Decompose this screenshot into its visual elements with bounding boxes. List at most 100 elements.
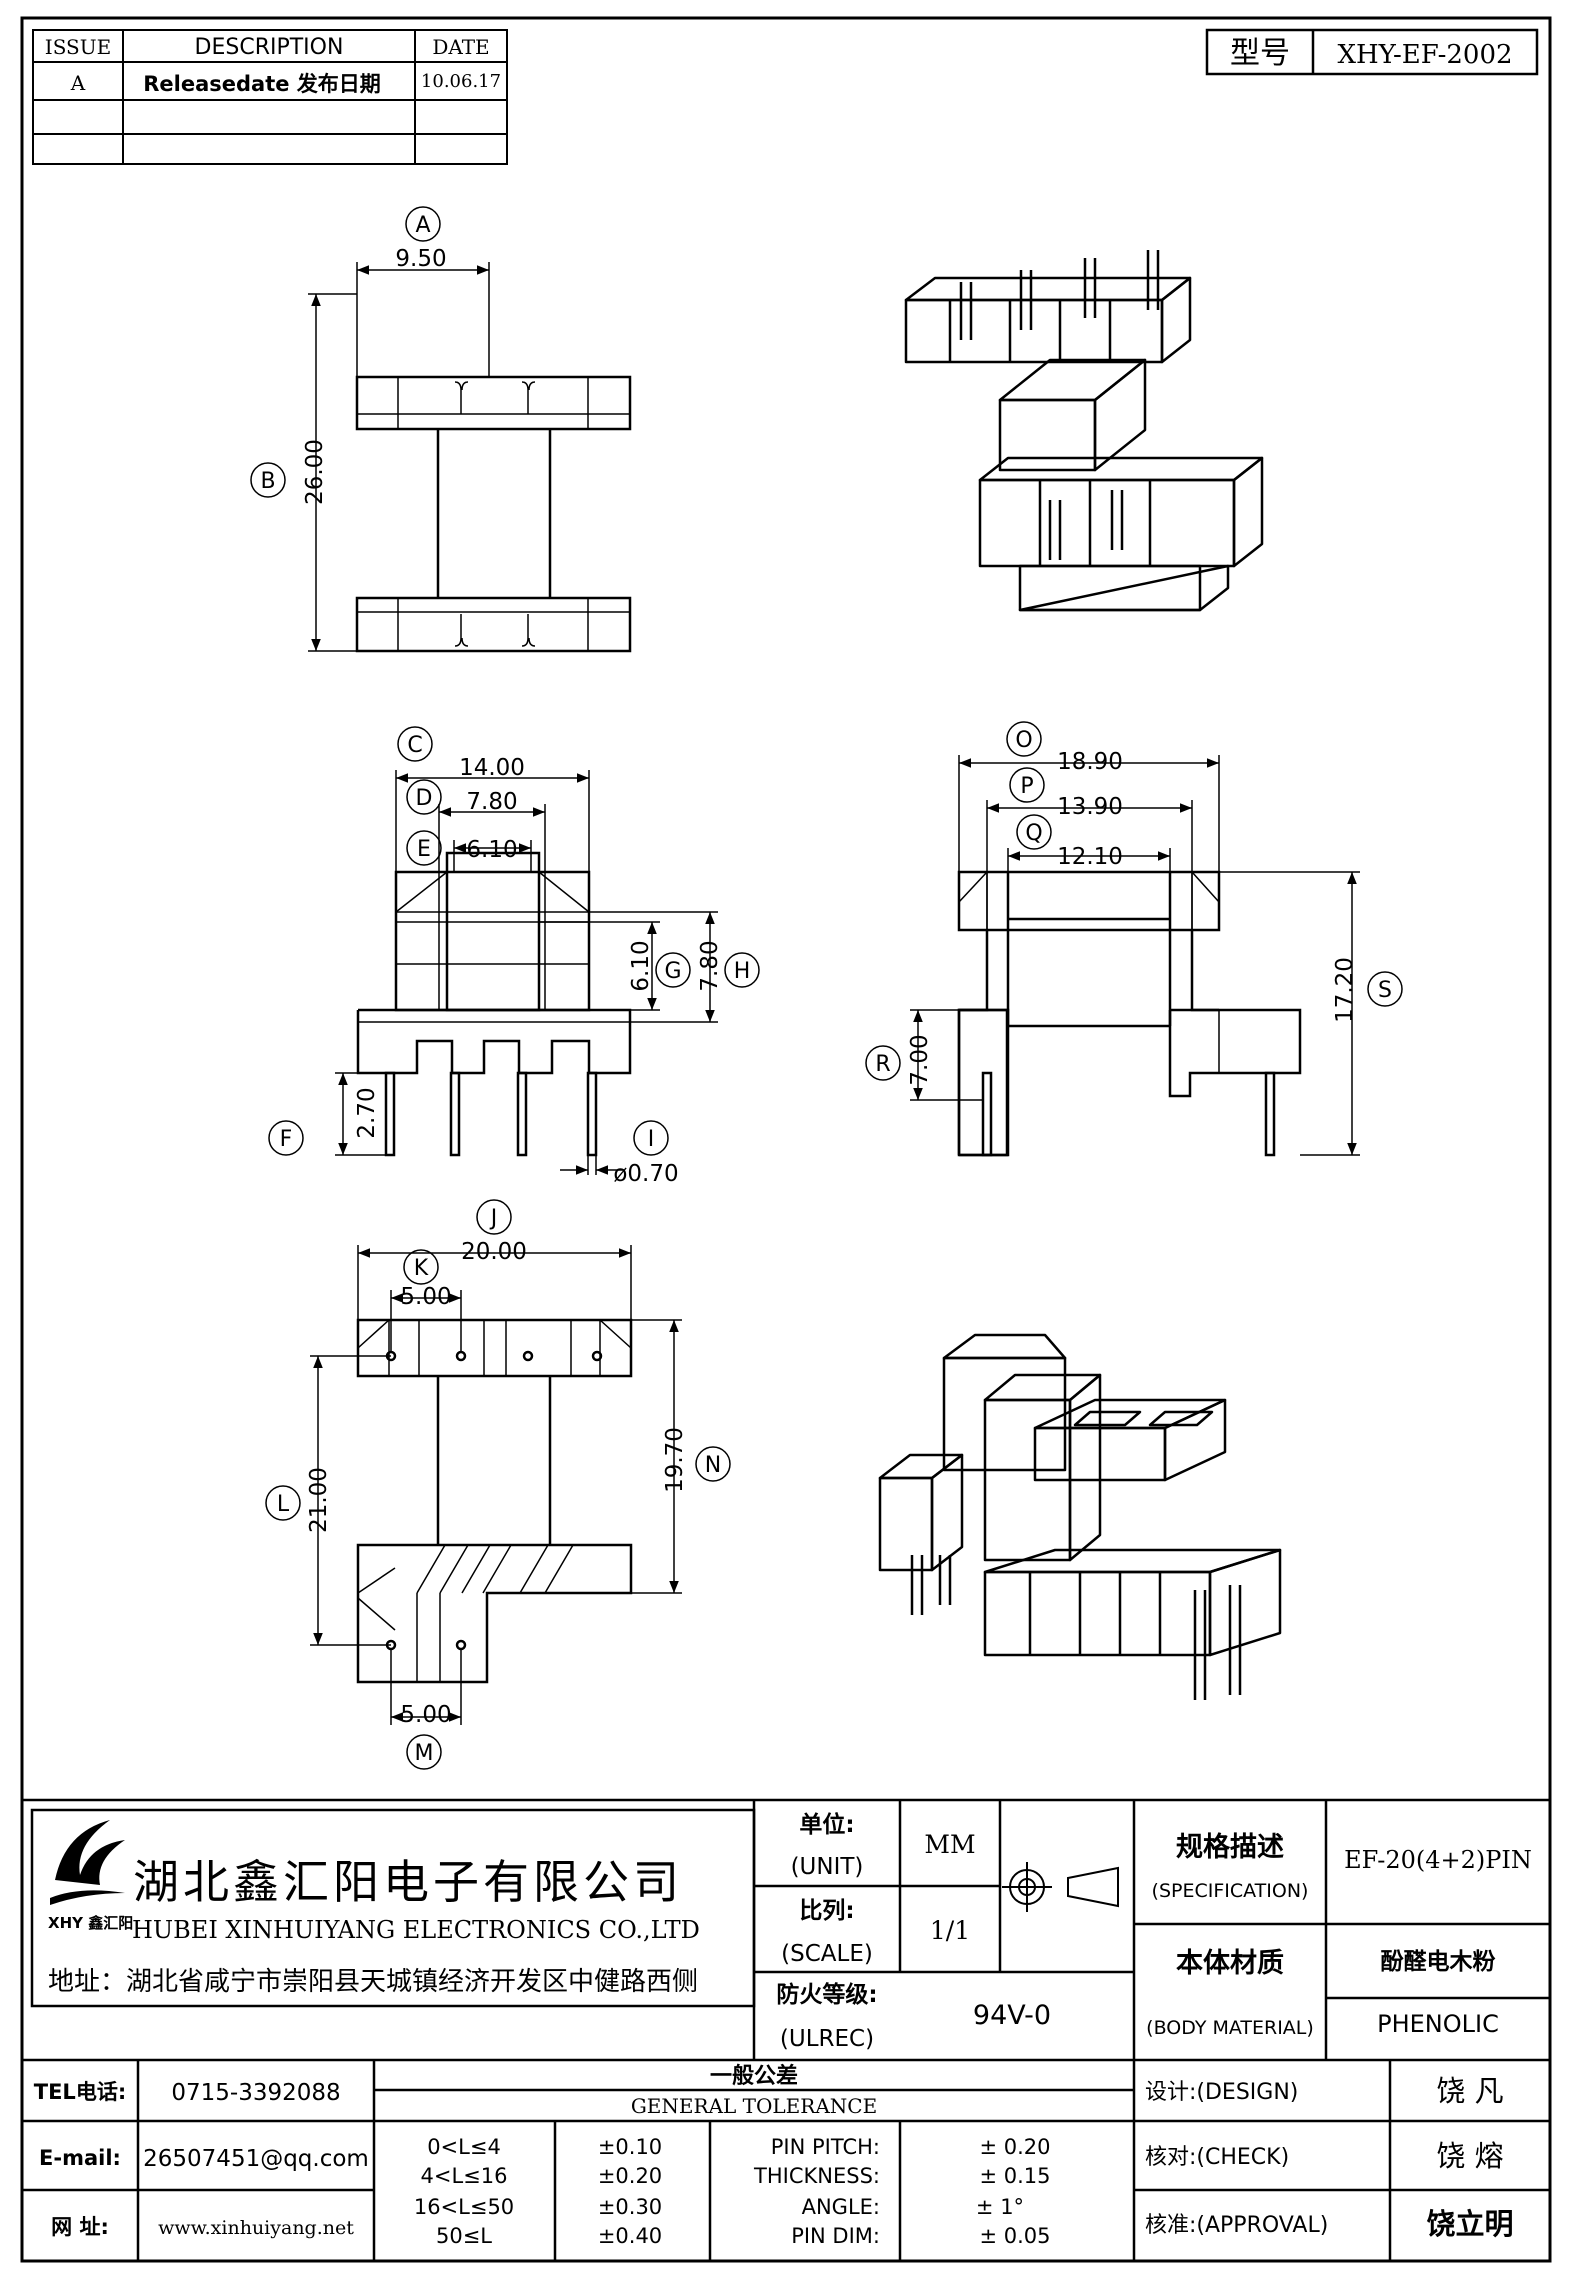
side-view-dim-q: 12.10 xyxy=(1057,844,1123,870)
scale-label-cn: 比列: xyxy=(799,1898,854,1924)
title-block-grid xyxy=(22,1798,1550,2261)
top-view-dim-a: 9.50 xyxy=(395,246,446,272)
material-value-cn: 酚醛电木粉 xyxy=(1381,1949,1496,1975)
front-view-dim-g: 6.10 xyxy=(628,940,654,991)
side-view-label-p: P xyxy=(1020,774,1033,799)
front-view-dim-i: ø0.70 xyxy=(613,1161,678,1187)
tolerance-range-4-value: ±0.40 xyxy=(598,2224,662,2248)
web-label: 网 址: xyxy=(51,2215,109,2239)
unit-label-en: (UNIT) xyxy=(791,1854,864,1880)
rev-row-description: Releasedate 发布日期 xyxy=(143,72,381,96)
unit-label-cn: 单位: xyxy=(799,1811,854,1838)
front-view-label-d: D xyxy=(416,786,433,811)
top-view xyxy=(355,375,632,653)
front-view-dim-d: 7.80 xyxy=(466,789,517,815)
tolerance-range-1: 0<L≤4 xyxy=(427,2135,501,2159)
pin-pitch-label: PIN PITCH: xyxy=(771,2135,880,2159)
side-view-label-q: Q xyxy=(1025,821,1042,846)
bottom-view-label-m: M xyxy=(415,1741,434,1766)
front-view-label-h: H xyxy=(734,959,751,984)
rev-row-issue: A xyxy=(70,71,86,95)
top-view-label-a: A xyxy=(415,213,430,238)
side-view-label-o: O xyxy=(1015,728,1032,753)
check-label: 核对:(CHECK) xyxy=(1145,2145,1289,2170)
company-name-en: HUBEI XINHUIYANG ELECTRONICS CO.,LTD xyxy=(132,1916,700,1944)
revision-table xyxy=(32,29,508,165)
bottom-view-dims xyxy=(265,1199,731,1770)
thickness-value: ± 0.15 xyxy=(979,2164,1050,2188)
spec-label-cn: 规格描述 xyxy=(1176,1832,1284,1863)
model-box xyxy=(1205,28,1539,76)
bottom-view-dim-l: 21.00 xyxy=(306,1467,332,1533)
side-view-dim-p: 13.90 xyxy=(1057,794,1123,820)
top-view-label-b: B xyxy=(260,469,275,494)
front-view-dim-c: 14.00 xyxy=(459,755,525,781)
scale-label-en: (SCALE) xyxy=(781,1941,873,1967)
pin-pitch-value: ± 0.20 xyxy=(979,2135,1050,2159)
design-label: 设计:(DESIGN) xyxy=(1145,2080,1298,2105)
bottom-view-dim-m: 5.00 xyxy=(400,1702,451,1728)
rev-header-issue: ISSUE xyxy=(45,35,111,59)
tolerance-range-4: 50≤L xyxy=(436,2224,492,2248)
company-name-cn: 湖北鑫汇阳电子有限公司 xyxy=(133,1855,683,1909)
spec-value: EF-20(4+2)PIN xyxy=(1344,1846,1532,1874)
side-view-dims xyxy=(865,721,1403,1156)
front-view xyxy=(356,851,632,1157)
company-address: 地址：湖北省咸宁市崇阳县天城镇经济开发区中健路西侧 xyxy=(48,1967,698,1997)
front-view-dim-h: 7.80 xyxy=(697,940,723,991)
top-view-dims xyxy=(250,206,490,652)
approval-name: 饶立明 xyxy=(1426,2207,1513,2241)
top-view-dim-b: 26.00 xyxy=(302,439,328,505)
tel-value: 0715-3392088 xyxy=(171,2080,340,2106)
side-view-dim-r: 7.00 xyxy=(907,1034,933,1085)
side-view-dim-o: 18.90 xyxy=(1057,749,1123,775)
email-label: E-mail: xyxy=(39,2146,121,2170)
front-view-label-i: I xyxy=(648,1127,655,1152)
bottom-view-label-k: K xyxy=(414,1256,429,1281)
company-logo-text: XHY 鑫汇阳 xyxy=(48,1914,133,1932)
front-view-dims xyxy=(268,726,760,1175)
side-view xyxy=(957,870,1302,1157)
fire-value: 94V-0 xyxy=(973,2000,1051,2031)
tolerance-title-cn: 一般公差 xyxy=(710,2063,798,2089)
web-value: www.xinhuiyang.net xyxy=(158,2217,354,2239)
pin-dim-value: ± 0.05 xyxy=(979,2224,1050,2248)
angle-value: ± 1° xyxy=(976,2195,1024,2219)
fire-label-en: (ULREC) xyxy=(780,2026,874,2052)
rev-header-description: DESCRIPTION xyxy=(195,35,344,60)
bottom-view-dim-k: 5.00 xyxy=(400,1284,451,1310)
tolerance-range-3: 16<L≤50 xyxy=(414,2195,514,2219)
material-label-cn: 本体材质 xyxy=(1176,1948,1284,1979)
tolerance-range-1-value: ±0.10 xyxy=(598,2135,662,2159)
side-view-dim-s: 17.20 xyxy=(1332,957,1358,1023)
tolerance-range-3-value: ±0.30 xyxy=(598,2195,662,2219)
approval-label: 核准:(APPROVAL) xyxy=(1145,2213,1328,2238)
front-view-label-e: E xyxy=(417,837,431,862)
bottom-view xyxy=(356,1318,633,1684)
material-value-en: PHENOLIC xyxy=(1377,2010,1499,2038)
bottom-view-dim-j: 20.00 xyxy=(461,1239,527,1265)
front-view-label-c: C xyxy=(407,733,422,758)
thickness-label: THICKNESS: xyxy=(753,2164,880,2188)
rev-row-date: 10.06.17 xyxy=(421,71,501,92)
tolerance-title-en: GENERAL TOLERANCE xyxy=(631,2094,877,2118)
bottom-view-label-j: J xyxy=(489,1206,498,1231)
bottom-view-dim-n: 19.70 xyxy=(662,1427,688,1493)
email-value: 26507451@qq.com xyxy=(143,2146,369,2172)
side-view-label-r: R xyxy=(875,1052,890,1077)
rev-header-date: DATE xyxy=(432,35,489,59)
angle-label: ANGLE: xyxy=(802,2195,880,2219)
model-value: XHY-EF-2002 xyxy=(1337,40,1512,70)
design-name: 饶 凡 xyxy=(1436,2074,1503,2108)
projection-symbol xyxy=(1002,1862,1119,1912)
iso-view-top xyxy=(904,250,1264,612)
iso-view-bottom xyxy=(878,1333,1282,1700)
tolerance-range-2: 4<L≤16 xyxy=(421,2164,508,2188)
front-view-dim-e: 6.10 xyxy=(466,837,517,863)
material-label-en: (BODY MATERIAL) xyxy=(1146,2017,1314,2039)
model-label: 型号 xyxy=(1230,36,1290,71)
bottom-view-label-l: L xyxy=(277,1492,290,1517)
tolerance-range-2-value: ±0.20 xyxy=(598,2164,662,2188)
unit-value: MM xyxy=(924,1830,975,1859)
side-view-label-s: S xyxy=(1378,978,1392,1003)
